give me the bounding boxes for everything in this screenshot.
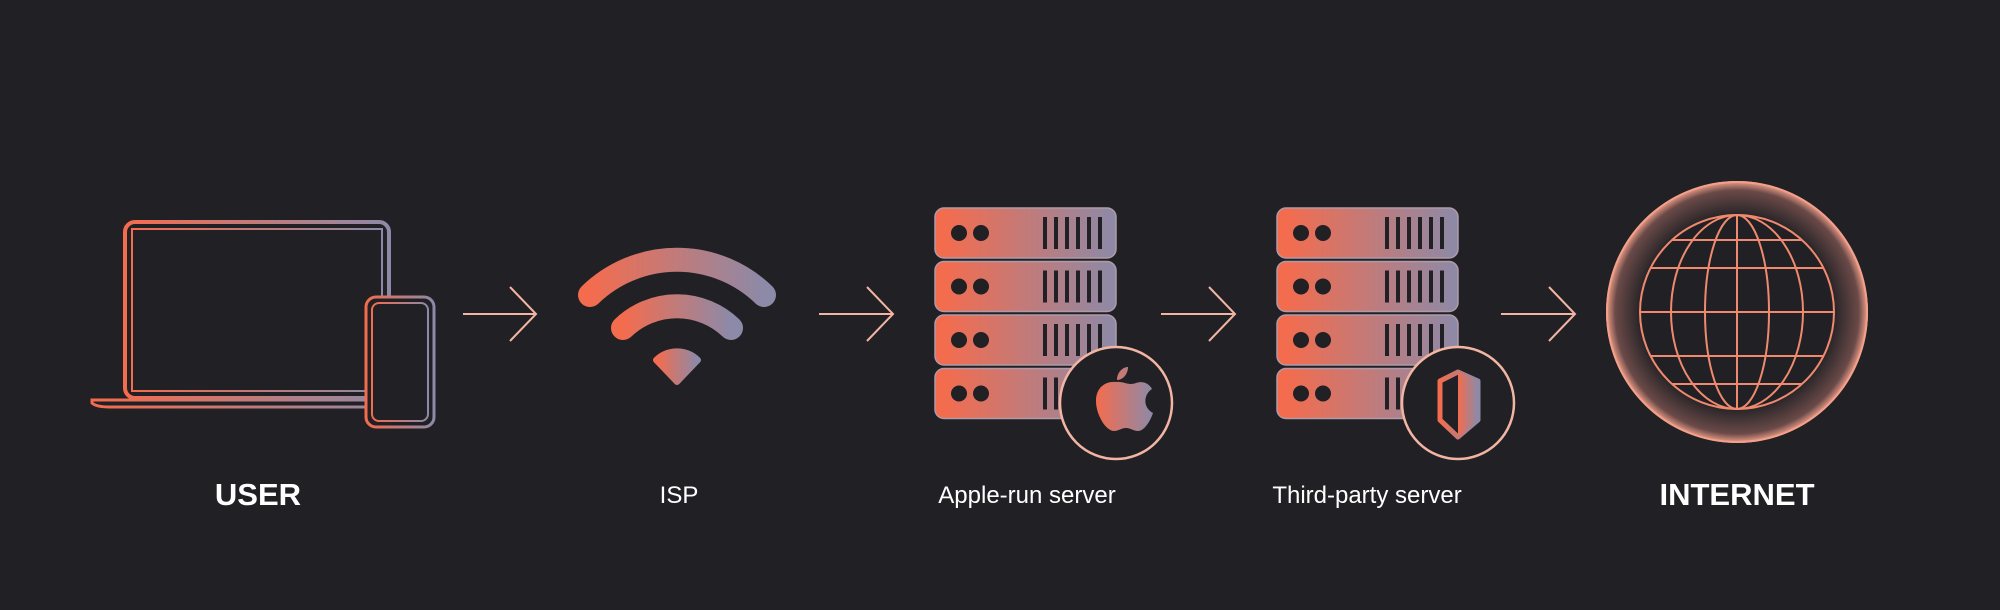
status-light-icon [951,332,967,348]
status-light-icon [973,385,989,402]
laptop-phone-icon [90,220,436,429]
vent-slot [1054,377,1058,410]
vent-slot [1043,324,1047,356]
shield-icon [1437,369,1481,440]
status-light-icon [1315,225,1331,241]
vent-slot [1396,217,1400,249]
server-unit [1276,260,1459,313]
wifi-icon [578,247,776,385]
vent-slot [1065,270,1069,303]
server-unit [934,314,1117,366]
vent-slot [1429,324,1433,356]
vent-slot [1396,377,1400,410]
vent-slot [1076,270,1080,303]
shield-badge [1400,345,1516,461]
vent-slot [1087,324,1091,356]
server-unit [934,260,1117,313]
globe-icon [1606,181,1868,443]
apple-logo-icon [1096,367,1153,431]
node-label-isp: ISP [660,482,699,509]
server-unit [1276,207,1459,259]
arrow-icon [463,286,538,342]
status-light-icon [1315,385,1331,402]
arrow-icon [1501,286,1577,342]
server-unit [1276,314,1459,366]
node-label-apple-server: Apple-run server [938,482,1115,509]
status-light-icon [951,385,967,402]
vent-slot [1407,217,1411,249]
status-light-icon [1315,332,1331,348]
vent-slot [1385,270,1389,303]
apple-badge [1058,345,1174,461]
arrow-icon [1161,286,1237,342]
vent-slot [1385,377,1389,410]
vent-slot [1418,217,1422,249]
node-label-third-party-server: Third-party server [1272,482,1461,509]
vent-slot [1418,324,1422,356]
vent-slot [1440,217,1444,249]
status-light-icon [1293,332,1309,348]
vent-slot [1065,324,1069,356]
status-light-icon [1293,225,1309,241]
vent-slot [1385,324,1389,356]
vent-slot [1407,270,1411,303]
vent-slot [1396,270,1400,303]
vent-slot [1043,270,1047,303]
vent-slot [1043,217,1047,249]
vent-slot [1440,324,1444,356]
arrows [463,286,1577,342]
node-label-user: USER [215,477,301,512]
vent-slot [1396,324,1400,356]
vent-slot [1087,217,1091,249]
vent-slot [1065,217,1069,249]
vent-slot [1440,270,1444,303]
vent-slot [1054,270,1058,303]
vent-slot [1098,324,1102,356]
vent-slot [1418,270,1422,303]
vent-slot [1043,377,1047,410]
vent-slot [1054,217,1058,249]
vent-slot [1385,217,1389,249]
vent-slot [1098,217,1102,249]
node-label-internet: INTERNET [1660,477,1815,512]
apple-server-icon [934,207,1117,420]
vent-slot [1429,217,1433,249]
vent-slot [1076,217,1080,249]
vent-slot [1407,324,1411,356]
status-light-icon [1315,278,1331,295]
status-light-icon [1293,278,1309,295]
vent-slot [1429,270,1433,303]
status-light-icon [973,332,989,348]
arrow-icon [819,286,895,342]
status-light-icon [951,225,967,241]
vent-slot [1054,324,1058,356]
status-light-icon [973,278,989,295]
status-light-icon [1293,385,1309,402]
vent-slot [1076,324,1080,356]
vent-slot [1087,270,1091,303]
status-light-icon [951,278,967,295]
status-light-icon [973,225,989,241]
vent-slot [1098,270,1102,303]
server-unit [934,207,1117,259]
